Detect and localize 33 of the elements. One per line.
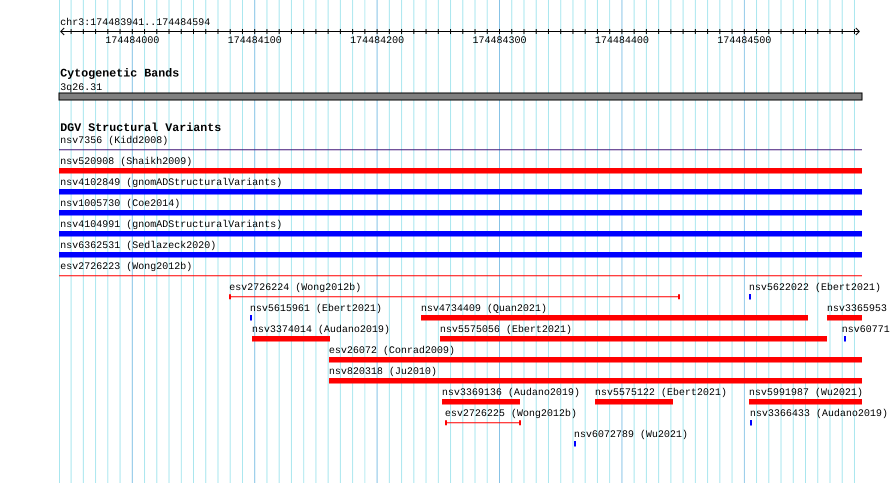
variant-label: nsv5615961 (Ebert2021) [250, 304, 380, 314]
variant-label: nsv4734409 (Quan2021) [422, 304, 546, 314]
position-label: chr3:174483941..174484594 [60, 18, 210, 26]
tick-label: 174484300 [473, 36, 526, 44]
variant-label: nsv1005730 (Coe2014) [61, 198, 179, 208]
track-heading: DGV Structural Variants [60, 122, 221, 132]
tick-label: 174484100 [228, 36, 282, 44]
variant-label: esv2726223 (Wong2012b) [60, 262, 191, 272]
variant-label: nsv5991987 (Wu2021) [750, 388, 862, 398]
tick-label: 174484400 [596, 36, 648, 44]
variant-label: nsv3374014 (Audano2019) [252, 324, 388, 334]
variant-label: esv2726225 (Wong2012b) [446, 408, 576, 418]
tick-label: 174484000 [106, 36, 159, 44]
variant-label: nsv5622022 (Ebert2021) [750, 282, 880, 292]
variant-label: nsv3369136 (Audano2019) [442, 388, 578, 398]
variant-label: nsv7356 (Kidd2008) [61, 136, 167, 146]
variant-label: esv26072 (Conrad2009) [330, 346, 454, 356]
variant-label: nsv820318 (Ju2010) [330, 366, 436, 376]
variant-label: nsv5575122 (Ebert2021) [596, 388, 726, 398]
variant-label: nsv4102849 (gnomADStructuralVariants) [61, 178, 281, 188]
tick-label: 174484500 [718, 36, 771, 44]
variant-label: esv2726224 (Wong2012b) [230, 282, 360, 292]
variant-label: nsv6072789 (Wu2021) [574, 430, 686, 440]
variant-label: nsv520908 (Shaikh2009) [61, 156, 191, 166]
variant-label: nsv60771 [842, 325, 890, 332]
track-heading: Cytogenetic Bands [60, 68, 179, 79]
band-label: 3q26.31 [60, 83, 102, 92]
variant-label: nsv5575056 (Ebert2021) [440, 324, 570, 334]
tick-label: 174484200 [350, 36, 404, 44]
variant-label: nsv4104991 (gnomADStructuralVariants) [61, 220, 281, 230]
variant-label: nsv3365953 [828, 304, 886, 312]
variant-label: nsv6362531 (Sedlazeck2020) [61, 240, 215, 250]
variant-label: nsv3366433 (Audano2019) [750, 408, 886, 418]
